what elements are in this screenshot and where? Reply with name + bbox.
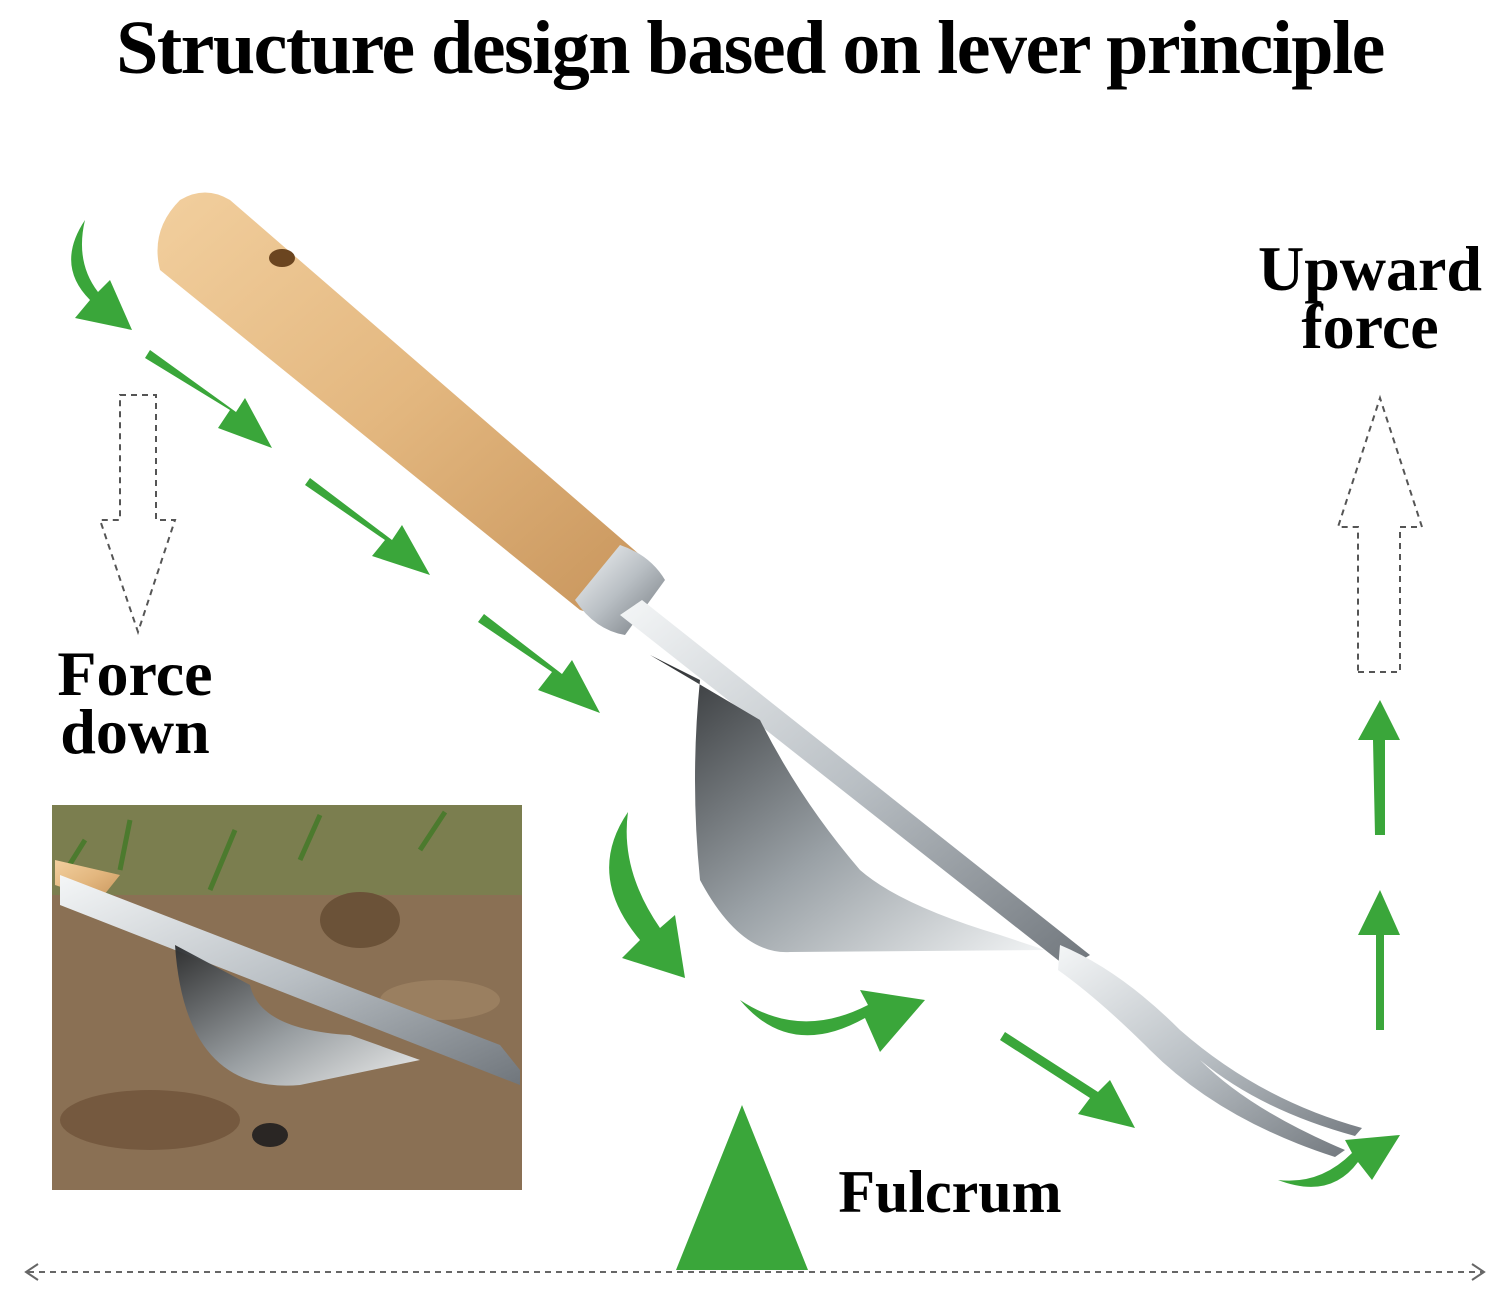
fulcrum-label: Fulcrum bbox=[838, 1159, 1062, 1225]
green-up-arrow-icon bbox=[1358, 890, 1400, 1030]
force-down-arrow-icon bbox=[98, 394, 177, 636]
green-up-arrow-icon bbox=[1358, 700, 1400, 835]
green-arrow-icon bbox=[478, 614, 600, 713]
fulcrum-triangle-icon bbox=[676, 1105, 808, 1270]
fork-tines bbox=[1058, 945, 1362, 1157]
wooden-handle bbox=[157, 192, 640, 613]
force-down-label: Force down bbox=[57, 638, 213, 767]
green-curve-arrow-icon bbox=[609, 812, 685, 978]
photo-inset bbox=[52, 805, 522, 1190]
upward-force-label: Upward force bbox=[1257, 233, 1483, 362]
diagram-title: Structure design based on lever principl… bbox=[116, 6, 1385, 90]
green-arrow-icon bbox=[1000, 1032, 1135, 1128]
steel-shaft bbox=[620, 600, 1090, 968]
green-curve-arrow-icon bbox=[740, 990, 925, 1052]
hanging-hole-icon bbox=[269, 249, 295, 267]
green-arrow-icon bbox=[305, 478, 430, 575]
ground-line-right-arrowhead-icon bbox=[1471, 1263, 1486, 1281]
green-curve-arrow-icon bbox=[1278, 1135, 1400, 1187]
metal-ferrule bbox=[575, 545, 665, 635]
green-curve-arrow-icon bbox=[71, 220, 132, 330]
ground-line-left-arrowhead-icon bbox=[24, 1263, 39, 1281]
upward-force-arrow-icon bbox=[1336, 394, 1424, 673]
green-arrow-icon bbox=[145, 350, 272, 448]
lever-blade bbox=[650, 655, 1045, 953]
